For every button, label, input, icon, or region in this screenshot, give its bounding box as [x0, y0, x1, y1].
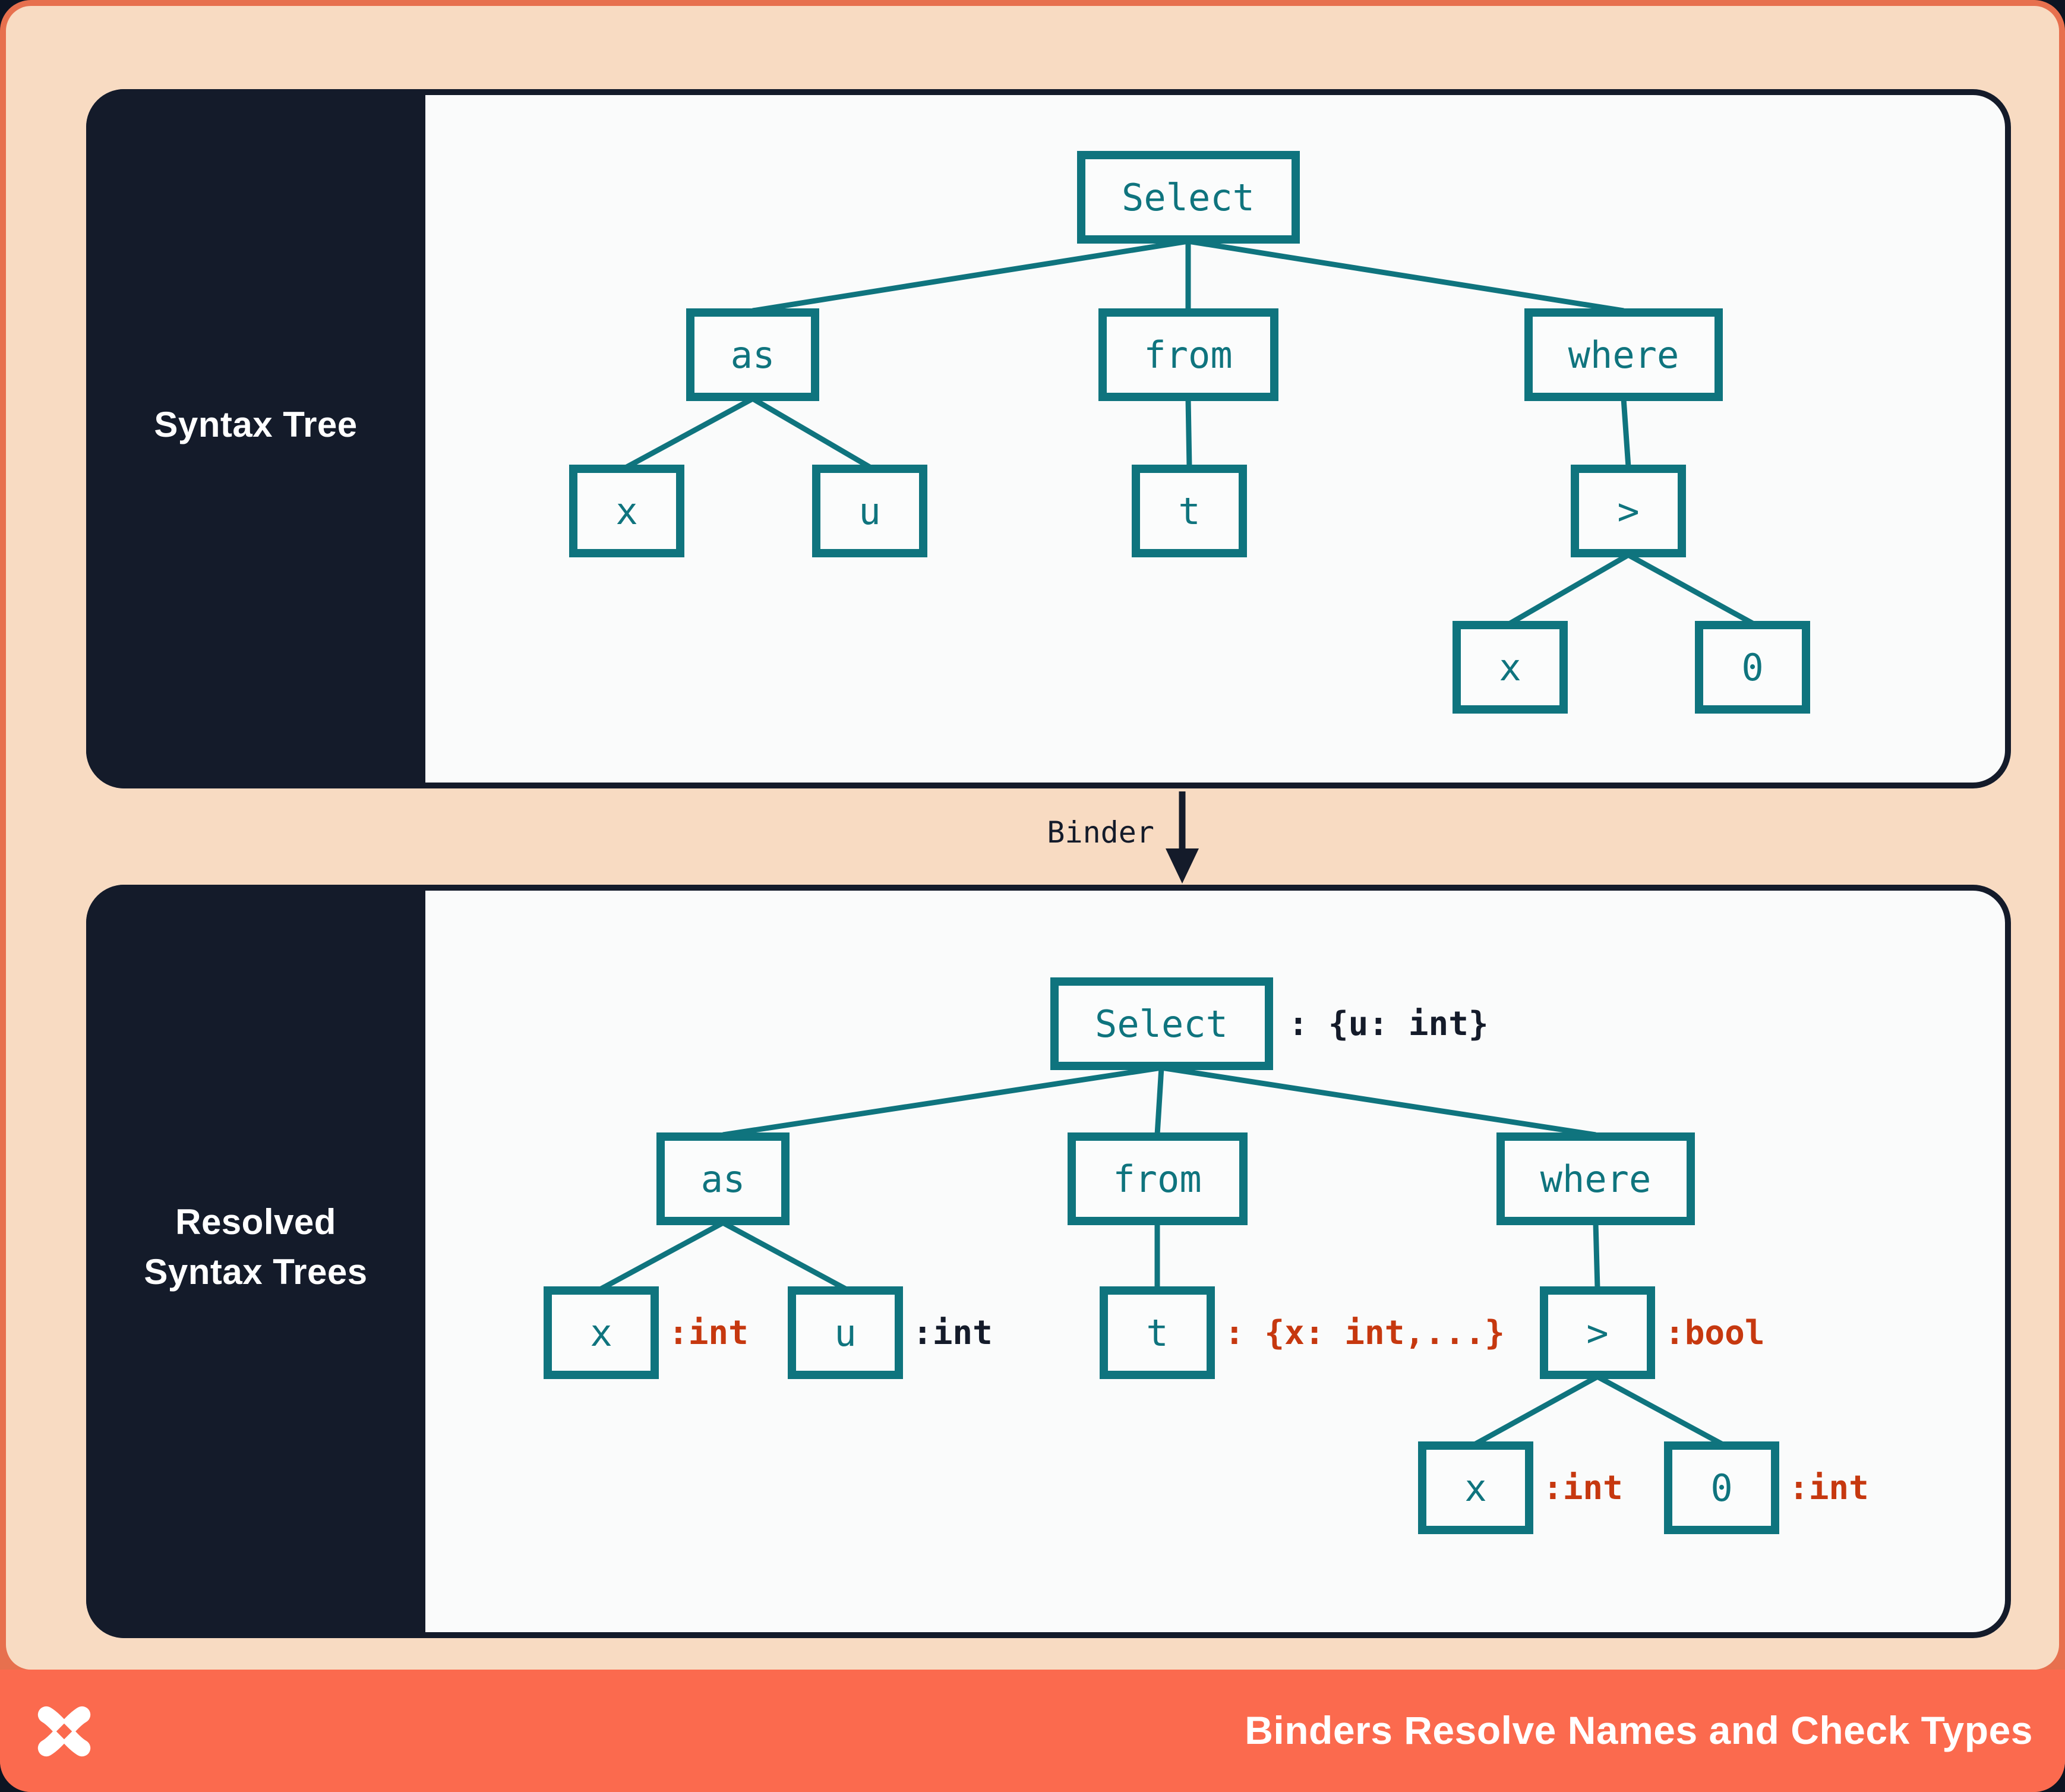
tree-node-as: as: [686, 308, 819, 401]
tree-edge: [1627, 553, 1754, 626]
footer-title: Binders Resolve Names and Check Types: [1245, 1708, 2033, 1752]
resolved-panel-label-line2: Syntax Trees: [144, 1252, 368, 1292]
tree-edge: [1185, 398, 1192, 468]
tree-node-u: u: [812, 465, 927, 557]
type-annotation-zero: :int: [1789, 1468, 1869, 1507]
tree-edge: [1474, 1374, 1599, 1446]
tree-node-from: from: [1098, 308, 1278, 401]
tree-edge: [599, 1220, 725, 1291]
tree-node-from: from: [1067, 1132, 1248, 1225]
type-annotation-x2: :int: [1543, 1468, 1623, 1507]
type-annotation-sel: : {u: int}: [1288, 1004, 1489, 1043]
pinwheel-x-logo-icon: [37, 1706, 91, 1757]
tree-node-gt: >: [1571, 465, 1686, 557]
resolved-syntax-trees-panel: Resolved Syntax Trees Select : {u: int} as…: [86, 885, 2011, 1638]
tree-node-u: u: [788, 1286, 903, 1379]
tree-node-x2: x: [1453, 621, 1568, 714]
tree-node-x: x: [569, 465, 684, 557]
tree-node-zero: 0: [1664, 1441, 1779, 1534]
tree-node-where: where: [1496, 1132, 1695, 1225]
tree-edge: [625, 396, 754, 469]
tree-edge: [722, 1065, 1162, 1138]
tree-edge: [1188, 238, 1624, 314]
tree-node-t: t: [1100, 1286, 1215, 1379]
footer-band: [0, 1670, 2065, 1792]
type-annotation-u: :int: [912, 1313, 993, 1352]
type-annotation-gt: :bool: [1665, 1313, 1765, 1352]
tree-edge: [1621, 398, 1631, 468]
tree-edge: [751, 396, 872, 469]
type-annotation-t: : {x: int,...}: [1224, 1313, 1505, 1352]
tree-edge: [1593, 1222, 1600, 1289]
tree-node-where: where: [1524, 308, 1723, 401]
tree-edge: [1596, 1374, 1723, 1446]
tree-node-t: t: [1132, 465, 1247, 557]
tree-node-zero: 0: [1695, 621, 1810, 714]
tree-edge: [1508, 553, 1630, 626]
tree-node-gt: >: [1540, 1286, 1655, 1379]
tree-node-x2: x: [1418, 1441, 1533, 1534]
syntax-panel-sidebar: Syntax Tree: [86, 89, 425, 788]
tree-node-as: as: [656, 1132, 790, 1225]
tree-edge: [752, 238, 1189, 314]
type-annotation-x: :int: [668, 1313, 749, 1352]
tree-node-sel: Select: [1076, 151, 1300, 244]
syntax-tree-edges: [625, 238, 1754, 626]
tree-edge: [1154, 1067, 1164, 1135]
tree-edge: [721, 1220, 847, 1291]
binder-label: Binder: [1047, 815, 1154, 850]
resolved-panel-sidebar: Resolved Syntax Trees: [86, 885, 425, 1638]
tree-node-x: x: [544, 1286, 659, 1379]
syntax-panel-label: Syntax Tree: [154, 404, 358, 444]
tree-node-sel: Select: [1050, 977, 1273, 1070]
tree-edge: [1161, 1065, 1596, 1138]
resolved-panel-label-line1: Resolved: [175, 1202, 336, 1242]
resolved-tree-edges: [599, 1065, 1723, 1446]
